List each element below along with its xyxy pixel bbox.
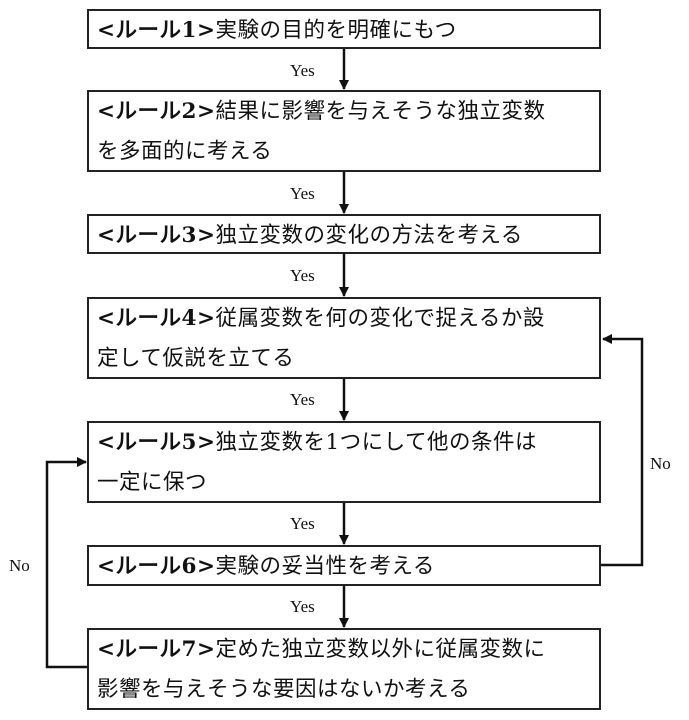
rule-4-text: 従属変数を何の変化で捉えるか設 [215,306,545,331]
yes-label-4: Yes [290,390,315,409]
rule-6-tag: <ルール6> [97,554,216,579]
rule-5-text: 独立変数を1つにして他の条件は [215,430,538,455]
rule-4-tag: <ルール4> [97,306,216,331]
rule-1-box: <ルール1>実験の目的を明確にもつ [87,9,601,49]
rule-5-box: <ルール5>独立変数を1つにして他の条件は 一定に保つ [87,421,601,503]
yes-label-1: Yes [290,61,315,80]
no-label-left: No [9,556,30,575]
rule-4-text-cont: 定して仮説を立てる [97,346,295,371]
yes-label-3: Yes [290,266,315,285]
rule-2-text-cont: を多面的に考える [97,139,273,164]
rule-7-text-cont: 影響を与えそうな要因はないか考える [97,677,471,702]
rule-7-text: 定めた独立変数以外に従属変数に [215,637,546,662]
rule-5-text-cont: 一定に保つ [97,470,208,495]
rule-6-text: 実験の妥当性を考える [215,554,435,579]
rule-3-text: 独立変数の変化の方法を考える [215,223,523,248]
loop-6-to-4 [601,334,644,567]
rule-2-tag: <ルール2> [97,99,216,124]
rule-5-tag: <ルール5> [97,430,216,455]
rule-7-tag: <ルール7> [97,637,216,662]
rule-1-tag: <ルール1> [97,18,216,43]
yes-label-5: Yes [290,514,315,533]
rule-2-box: <ルール2>結果に影響を与えそうな独立変数 を多面的に考える [87,90,601,172]
rule-2-text: 結果に影響を与えそうな独立変数 [215,99,546,124]
no-label-right: No [650,454,671,473]
rule-4-box: <ルール4>従属変数を何の変化で捉えるか設 定して仮説を立てる [87,297,601,379]
yes-label-6: Yes [290,597,315,616]
loop-7-to-5 [45,457,87,669]
yes-label-2: Yes [290,184,315,203]
rule-1-text: 実験の目的を明確にもつ [215,18,457,43]
rule-7-box: <ルール7>定めた独立変数以外に従属変数に 影響を与えそうな要因はないか考える [87,628,601,710]
rule-3-box: <ルール3>独立変数の変化の方法を考える [87,214,601,254]
rule-3-tag: <ルール3> [97,223,216,248]
rule-6-box: <ルール6>実験の妥当性を考える [87,545,601,586]
